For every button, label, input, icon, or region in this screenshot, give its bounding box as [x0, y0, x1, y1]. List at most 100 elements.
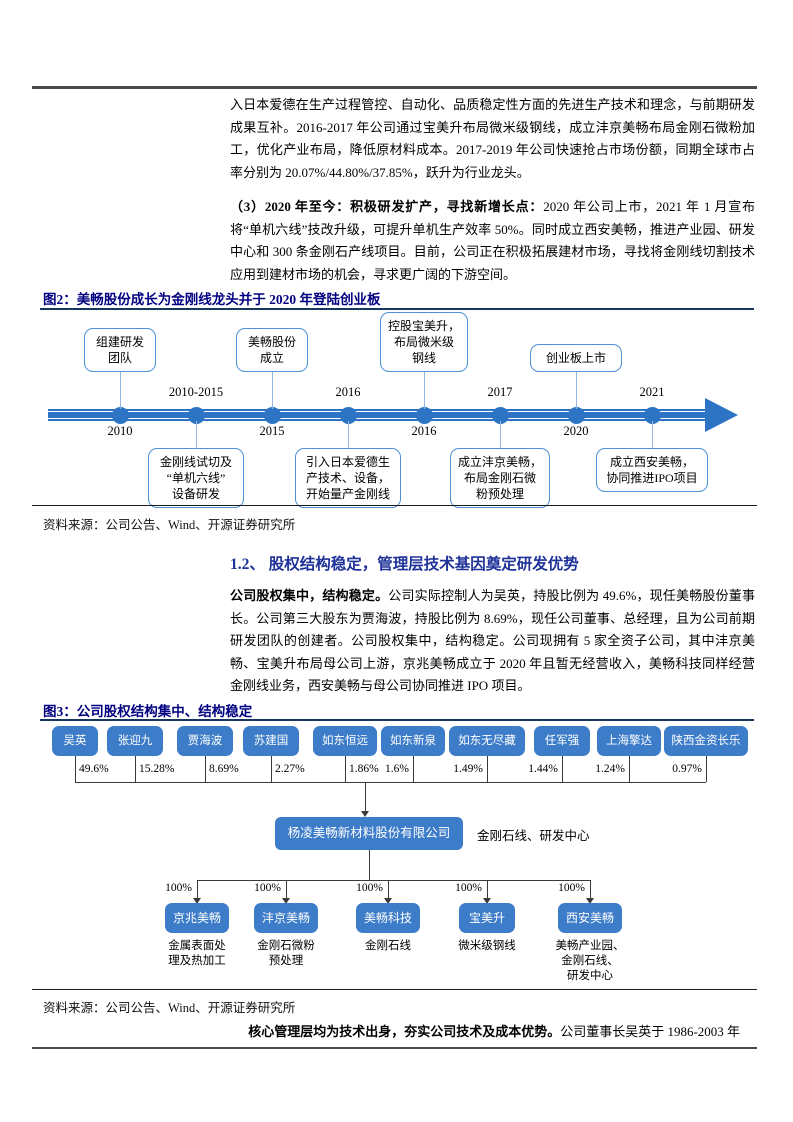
shareholding-pct: 49.6%: [79, 763, 109, 775]
paragraph-ownership-lead: 公司股权集中，结构稳定。: [230, 588, 389, 603]
figure2-timeline: 2010-2015 2016 2017 2021 2010 2015 2016 …: [0, 312, 793, 508]
timeline-year: 2021: [639, 385, 665, 399]
org-connector: [197, 880, 590, 881]
paragraph-2020-text: 2020 年公司上市，2021 年 1 月宣布将“单机六线”技改升级，可提升单机…: [230, 199, 755, 282]
shareholder-box: 张迎九: [107, 726, 163, 756]
timeline-event-box: 引入日本爱德生 产技术、设备， 开始量产金刚线: [295, 448, 401, 508]
arrow-down-icon: [384, 898, 392, 904]
timeline-band: [48, 409, 708, 421]
timeline-year: 2016: [411, 424, 437, 438]
shareholder-box: 如东新泉: [381, 726, 445, 756]
shareholding-pct: 1.44%: [528, 763, 558, 775]
shareholder-box: 贾海波: [177, 726, 233, 756]
org-connector: [75, 782, 706, 783]
subsidiary-box: 京兆美畅: [165, 903, 229, 933]
shareholding-pct: 1.49%: [453, 763, 483, 775]
subsidiary-desc: 金属表面处 理及热加工: [168, 940, 226, 967]
arrow-down-icon: [282, 898, 290, 904]
ownership-pct: 100%: [558, 882, 585, 894]
timeline-connector: [424, 370, 425, 409]
shareholder-box: 任军强: [534, 726, 590, 756]
arrow-down-icon: [586, 898, 594, 904]
paragraph-management-text: 公司董事长吴英于 1986-2003 年: [560, 1024, 741, 1039]
shareholding-pct: 15.28%: [139, 763, 175, 775]
shareholding-pct: 2.27%: [275, 763, 305, 775]
timeline-dot: [644, 407, 661, 424]
org-connector: [413, 756, 414, 782]
timeline-event-box: 金刚线试切及 “单机六线” 设备研发: [148, 448, 244, 508]
shareholder-box: 上海擎达: [597, 726, 661, 756]
arrow-down-icon: [361, 811, 369, 817]
org-connector: [286, 880, 287, 898]
shareholding-pct: 8.69%: [209, 763, 239, 775]
org-connector: [365, 782, 366, 811]
paragraph-management-lead: 核心管理层均为技术出身，夯实公司技术及成本优势。: [248, 1024, 561, 1039]
header-rule: [32, 86, 757, 89]
paragraph-history: 入日本爱德在生产过程管控、自动化、品质稳定性方面的先进生产技术和理念，与前期研发…: [230, 94, 755, 184]
timeline-event-box: 美畅股份 成立: [236, 328, 308, 372]
paragraph-management: 核心管理层均为技术出身，夯实公司技术及成本优势。公司董事长吴英于 1986-20…: [230, 1021, 755, 1044]
footer-rule: [32, 1047, 757, 1049]
timeline-dot: [492, 407, 509, 424]
timeline-connector: [500, 421, 501, 448]
timeline-connector: [652, 421, 653, 448]
paragraph-ownership-text: 公司实际控制人为吴英，持股比例为 49.6%，现任美畅股份董事长。公司第三大股东…: [230, 588, 755, 693]
org-connector: [590, 880, 591, 898]
org-connector: [388, 880, 389, 898]
subsidiary-desc: 金刚石微粉 预处理: [257, 940, 315, 967]
timeline-connector: [196, 421, 197, 448]
timeline-year: 2010: [107, 424, 133, 438]
timeline-dot: [416, 407, 433, 424]
figure2-bottom-rule: [32, 505, 757, 506]
shareholder-box: 苏建国: [243, 726, 299, 756]
figure2-caption: 图2：美畅股份成长为金刚线龙头并于 2020 年登陆创业板: [43, 292, 381, 307]
ownership-pct: 100%: [254, 882, 281, 894]
paragraph-2020: （3）2020 年至今：积极研发扩产，寻找新增长点：2020 年公司上市，202…: [230, 196, 755, 286]
paragraph-history-text: 入日本爱德在生产过程管控、自动化、品质稳定性方面的先进生产技术和理念，与前期研发…: [230, 97, 755, 180]
timeline-dot: [568, 407, 585, 424]
timeline-dot: [188, 407, 205, 424]
shareholder-box: 吴英: [52, 726, 98, 756]
org-connector: [562, 756, 563, 782]
timeline-dot: [112, 407, 129, 424]
org-connector: [345, 756, 346, 782]
shareholding-pct: 1.24%: [595, 763, 625, 775]
company-note: 金刚石线、研发中心: [477, 829, 590, 843]
figure2-caption-underline: [40, 308, 754, 310]
timeline-connector: [348, 421, 349, 448]
org-connector: [629, 756, 630, 782]
org-connector: [487, 880, 488, 898]
arrow-down-icon: [193, 898, 201, 904]
shareholder-box: 如东恒远: [313, 726, 377, 756]
org-connector: [271, 756, 272, 782]
timeline-event-box: 组建研发 团队: [84, 328, 156, 372]
timeline-year: 2020: [563, 424, 589, 438]
arrow-down-icon: [483, 898, 491, 904]
org-connector: [369, 850, 370, 880]
timeline-year: 2010-2015: [168, 385, 224, 399]
org-connector: [205, 756, 206, 782]
org-connector: [487, 756, 488, 782]
timeline-dot: [264, 407, 281, 424]
company-box: 杨凌美畅新材料股份有限公司: [275, 817, 463, 850]
subsidiary-box: 美畅科技: [356, 903, 420, 933]
timeline-year: 2017: [487, 385, 513, 399]
figure3-source: 资料来源：公司公告、Wind、开源证券研究所: [43, 1001, 296, 1015]
subsidiary-desc: 美畅产业园、 金刚石线、 研发中心: [555, 940, 625, 982]
org-connector: [75, 756, 76, 782]
ownership-pct: 100%: [165, 882, 192, 894]
subsidiary-box: 沣京美畅: [254, 903, 318, 933]
subsidiary-box: 宝美升: [459, 903, 515, 933]
timeline-connector: [120, 370, 121, 409]
section-heading: 1.2、 股权结构稳定，管理层技术基因奠定研发优势: [230, 556, 579, 573]
timeline-arrowhead-icon: [705, 398, 738, 432]
timeline-event-box: 成立西安美畅， 协同推进IPO项目: [596, 448, 708, 492]
timeline-event-box: 创业板上市: [530, 344, 622, 372]
org-connector: [135, 756, 136, 782]
subsidiary-box: 西安美畅: [558, 903, 622, 933]
figure3-caption-underline: [40, 719, 754, 721]
timeline-connector: [272, 370, 273, 409]
subsidiary-desc: 微米级钢线: [458, 940, 516, 952]
shareholding-pct: 0.97%: [672, 763, 702, 775]
